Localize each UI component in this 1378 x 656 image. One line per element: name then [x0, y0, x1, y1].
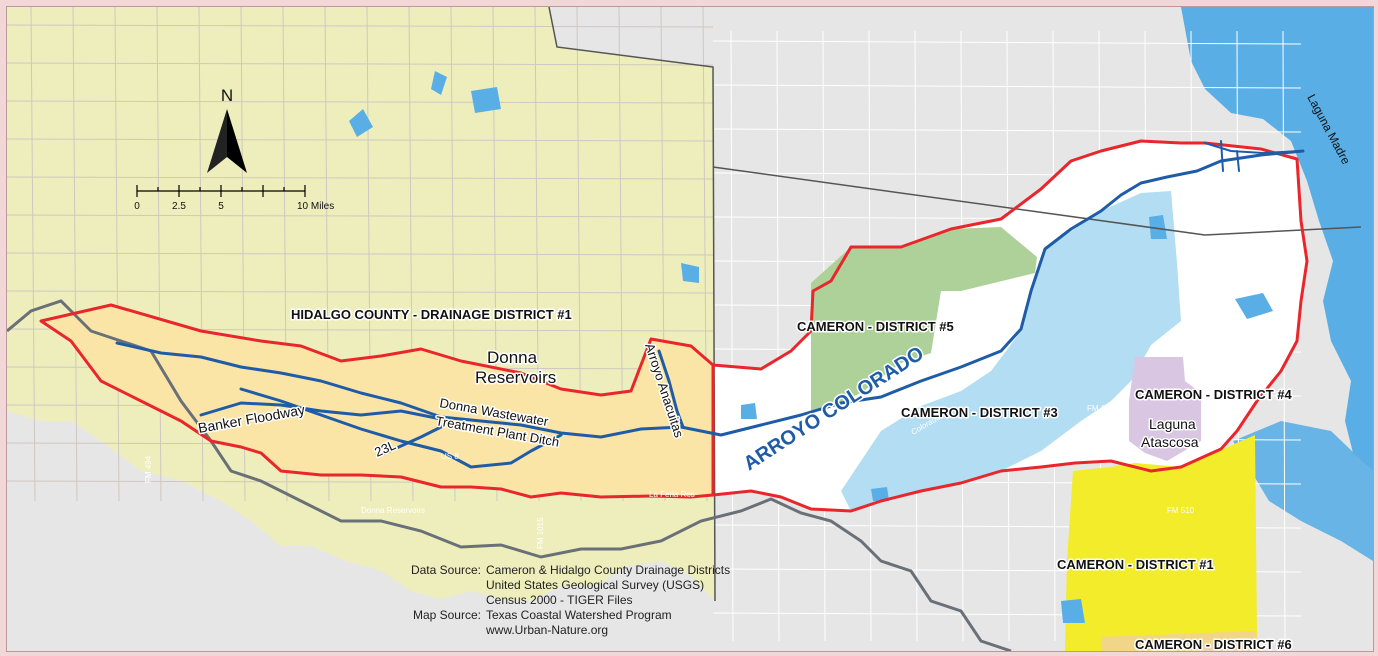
source-key — [381, 623, 486, 638]
road-segment — [712, 84, 1302, 89]
road-segment — [7, 214, 714, 218]
banker-floodway — [199, 401, 443, 421]
source-value: Cameron & Hidalgo County Drainage Distri… — [486, 563, 731, 577]
scale-tick-1: 2.5 — [172, 201, 186, 212]
anacuitas-channel — [657, 349, 685, 429]
road-segment — [776, 30, 780, 642]
coast-channel — [1204, 140, 1302, 172]
cameron-district-3-area — [841, 191, 1181, 511]
road-segment — [72, 7, 78, 502]
fm494-road-label: FM 494 — [144, 455, 153, 483]
us-road-label: US 8 — [441, 452, 459, 461]
road-segment — [7, 138, 714, 142]
fm1-road-label: FM 1 — [1087, 404, 1106, 413]
hidalgo-district-area — [41, 305, 713, 497]
laguna-atascosa-label-line1: Laguna — [1149, 416, 1196, 432]
donna-label-line1: Donna — [487, 348, 538, 367]
county-line-east — [712, 166, 1362, 236]
source-value: www.Urban-Nature.org — [486, 623, 609, 637]
road-segment — [7, 252, 714, 256]
map-frame: N 0 2.5 5 10 Miles Colorado FM 1 FM 510 … — [6, 6, 1374, 652]
source-row: United States Geological Survey (USGS) — [381, 578, 730, 593]
cameron-district-5-area — [811, 227, 1037, 411]
north-arrow — [207, 109, 247, 173]
cameron-district-3-label: CAMERON - DISTRICT #3 — [901, 405, 1058, 420]
scale-tick-2: 5 — [218, 201, 224, 212]
road-segment — [30, 7, 36, 502]
ditch-23l — [379, 425, 443, 457]
road-segment — [7, 290, 714, 294]
cameron-district-6-label: CAMERON - DISTRICT #6 — [1135, 637, 1292, 651]
cameron-district-4-label: CAMERON - DISTRICT #4 — [1135, 387, 1293, 402]
road-segment — [7, 62, 714, 66]
source-row: Data Source: Cameron & Hidalgo County Dra… — [381, 563, 730, 578]
rio-grande — [7, 299, 1012, 651]
cameron-district-5-label: CAMERON - DISTRICT #5 — [797, 319, 954, 334]
road-segment — [712, 128, 1302, 133]
reservoirs-faint-label: Donna Reservoirs — [361, 506, 425, 515]
lower-ditch — [239, 387, 563, 469]
hidalgo-district-boundary — [39, 303, 715, 499]
source-row: Census 2000 - TIGER Files — [381, 593, 730, 608]
road-segment — [7, 176, 714, 180]
scale-tick-3: 10 Miles — [297, 201, 334, 212]
cameron-district-1-area — [1065, 435, 1257, 651]
laguna-atascosa-label-line2: Atascosa — [1141, 434, 1199, 450]
hidalgo-district-label: HIDALGO COUNTY - DRAINAGE DISTRICT #1 — [291, 307, 572, 322]
cameron-district-4-area — [1129, 357, 1201, 461]
source-value: Census 2000 - TIGER Files — [486, 593, 633, 607]
source-value: Texas Coastal Watershed Program — [486, 608, 672, 622]
laguna-madre-water — [1181, 7, 1373, 471]
main-drain — [115, 149, 1305, 439]
county-line — [548, 7, 716, 602]
cameron-district-boundary — [712, 139, 1309, 513]
source-row: Map Source: Texas Coastal Watershed Progr… — [381, 608, 730, 623]
fm510-road-label: FM 510 — [1167, 506, 1195, 515]
source-key — [381, 593, 486, 608]
fm1015-road-label: FM 1015 — [536, 517, 545, 549]
source-row: www.Urban-Nature.org — [381, 623, 730, 638]
water-bodies — [349, 71, 1273, 623]
scale-tick-0: 0 — [134, 201, 140, 212]
source-key: Data Source: — [410, 563, 481, 577]
drainage-channels — [115, 140, 1305, 469]
drainage-map[interactable]: N 0 2.5 5 10 Miles Colorado FM 1 FM 510 … — [7, 7, 1373, 651]
scale-bar — [136, 185, 306, 197]
source-key — [381, 578, 486, 593]
donna-label-line2: Reservoirs — [475, 368, 556, 387]
source-key: Map Source: — [412, 608, 481, 622]
source-value: United States Geological Survey (USGS) — [486, 578, 705, 592]
cameron-district-6-area — [1101, 631, 1261, 651]
road-segment — [730, 30, 734, 642]
data-source-block: Data Source: Cameron & Hidalgo County Dra… — [381, 563, 730, 638]
north-label: N — [221, 86, 233, 105]
road-segment — [156, 7, 162, 502]
road-segment — [7, 100, 714, 104]
cameron-district-1-label: CAMERON - DISTRICT #1 — [1057, 557, 1214, 572]
coastal-marsh-water — [1233, 421, 1373, 561]
road-segment — [712, 40, 1302, 45]
la-feria-label: La Feria Res — [649, 490, 695, 499]
road-segment — [114, 7, 120, 502]
road-segment — [7, 24, 714, 28]
